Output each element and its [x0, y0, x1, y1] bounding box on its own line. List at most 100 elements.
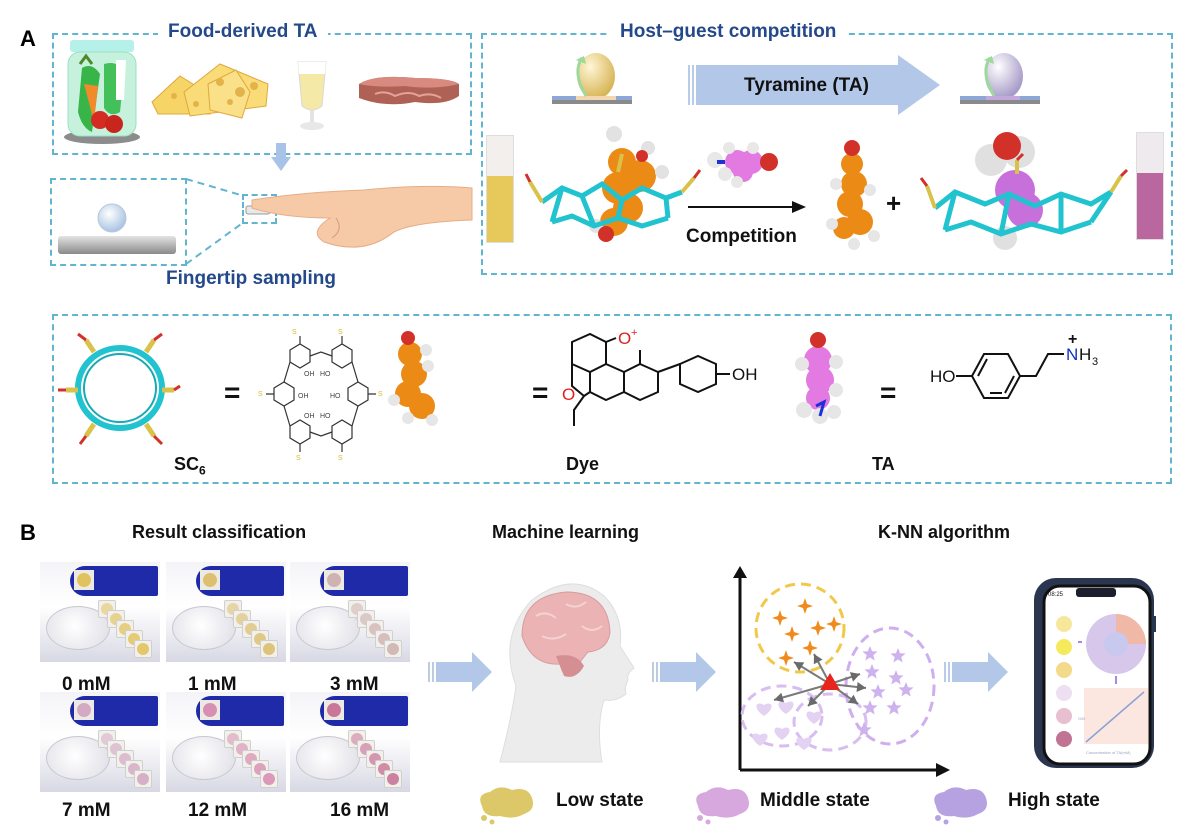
high-state-marker — [862, 700, 878, 715]
test-strip-spot — [387, 773, 399, 785]
ta-hydrogen-subscript: 3 — [1092, 356, 1098, 368]
test-strip-spot — [137, 773, 149, 785]
test-pad-spot — [327, 703, 341, 717]
sample-photo — [40, 692, 160, 792]
test-strip-spot — [387, 643, 399, 655]
machine-learning-title: Machine learning — [492, 522, 640, 542]
tyramine-arrow-icon — [688, 55, 940, 115]
sample-photo — [166, 562, 286, 662]
low-state-marker — [797, 598, 813, 614]
sc6-sulfur-label: S — [292, 329, 297, 336]
test-pad-spot — [327, 573, 341, 587]
low-state-marker — [772, 610, 788, 626]
dye-skeletal-structure: O + O OH — [562, 327, 758, 426]
fingertip-sampling-title: Fingertip sampling — [166, 268, 336, 289]
cuvette-before-liquid — [487, 176, 513, 242]
sc6-hydroxyl-label: OH — [304, 371, 315, 378]
neighbor-arrowhead — [849, 672, 860, 682]
sc6-hydroxyl-label: HO — [330, 393, 341, 400]
cheese-illustration — [151, 63, 269, 119]
legend-label: Middle state — [760, 790, 870, 811]
phone-calibration-line — [1085, 691, 1145, 743]
finger-test-pad — [324, 570, 344, 590]
sampling-zoom-box — [50, 178, 187, 266]
cuvette-after-liquid — [1137, 173, 1163, 239]
phone-status-time: 08:25 — [1048, 592, 1064, 598]
knn-y-axis-arrowhead — [733, 566, 747, 578]
concentration-label: 12 mM — [188, 800, 248, 821]
high-state-marker — [886, 700, 902, 715]
neighbor-arrowhead — [813, 654, 823, 665]
test-strip — [134, 770, 152, 788]
sc6-sulfur-label: S — [296, 455, 301, 462]
dye-ether-oxygen: O — [562, 385, 575, 404]
phone-x-axis-label: Concentration of TA(mM) — [1086, 750, 1131, 755]
test-strip-spot — [137, 643, 149, 655]
low-state-marker — [778, 650, 794, 666]
sc6-label: SC6 — [174, 454, 206, 478]
ta-space-filling-model — [795, 332, 843, 424]
high-state-marker — [890, 648, 906, 663]
sample-photo — [290, 692, 410, 792]
ta-hydroxyl-label: HO — [930, 367, 956, 386]
sc6-label-main: SC — [174, 454, 200, 474]
equals-sign-ta: = — [880, 377, 897, 408]
knn-algorithm-title: K-NN algorithm — [878, 522, 1010, 542]
phone-color-swatch — [1056, 639, 1072, 655]
sample-photo — [166, 692, 286, 792]
high-state-marker — [870, 684, 886, 699]
phone-color-swatch — [1056, 731, 1072, 747]
dye-label: Dye — [566, 454, 600, 474]
test-strip — [384, 770, 402, 788]
fingertip-hand-illustration — [245, 185, 473, 248]
low-state-marker — [826, 616, 842, 632]
equals-sign-sc6: = — [224, 377, 241, 408]
sc6-sulfur-label: S — [378, 391, 383, 398]
cuvette-after — [1136, 132, 1164, 240]
stage-arrow-2-icon — [652, 652, 716, 692]
finger-test-pad — [200, 700, 220, 720]
stage-arrow-3-icon — [944, 652, 1008, 692]
middle-cluster-boundary — [740, 684, 824, 748]
test-strip-spot — [263, 773, 275, 785]
ta-hydrogen-label: H — [1079, 345, 1091, 364]
puddle-shape — [480, 787, 533, 825]
stage-arrow-1-icon — [428, 652, 492, 692]
ta-skeletal-structure: HO N H 3 + — [930, 331, 1098, 399]
ta-positive-charge: + — [1068, 331, 1077, 348]
steak-illustration — [359, 76, 459, 105]
sc6-dye-complex-model — [524, 126, 702, 242]
middle-state-marker — [796, 737, 812, 750]
down-arrow-icon — [271, 143, 291, 171]
test-pad-spot — [203, 573, 217, 587]
smartphone-illustration: 08:25 Concentration of TA(mM) G/B — [1034, 578, 1156, 768]
sc6-ta-complex-model — [919, 132, 1129, 250]
dye-oxonium-atom: O — [618, 329, 631, 348]
cuvette-before — [486, 135, 514, 243]
low-state-marker — [784, 626, 800, 642]
neighbor-arrow-line — [773, 683, 831, 701]
ta-nitrogen-atom: N — [1066, 345, 1078, 364]
yellow-droplet-substrate — [552, 53, 632, 104]
finger-test-pad — [74, 700, 94, 720]
neighbor-arrowhead — [794, 662, 805, 671]
neighbor-arrowhead — [774, 692, 784, 703]
high-state-marker — [856, 722, 872, 737]
phone-color-swatch — [1056, 662, 1072, 678]
finger-test-pad — [200, 570, 220, 590]
concentration-label: 7 mM — [62, 800, 111, 821]
sc6-label-subscript: 6 — [199, 463, 206, 478]
puddle-shape — [696, 787, 749, 825]
dye-space-filling-model — [388, 331, 438, 426]
knn-scatter-diagram — [733, 566, 950, 777]
beer-glass-illustration — [297, 61, 327, 130]
brain-head-illustration — [499, 583, 635, 763]
test-strip — [260, 640, 278, 658]
concentration-label: 1 mM — [188, 674, 237, 695]
high-state-marker — [862, 646, 878, 661]
state-puddle-icon — [474, 786, 536, 831]
concentration-label: 0 mM — [62, 674, 111, 695]
low-state-marker — [802, 640, 818, 656]
sc6-hydroxyl-label: HO — [320, 371, 331, 378]
equals-sign-dye: = — [532, 377, 549, 408]
